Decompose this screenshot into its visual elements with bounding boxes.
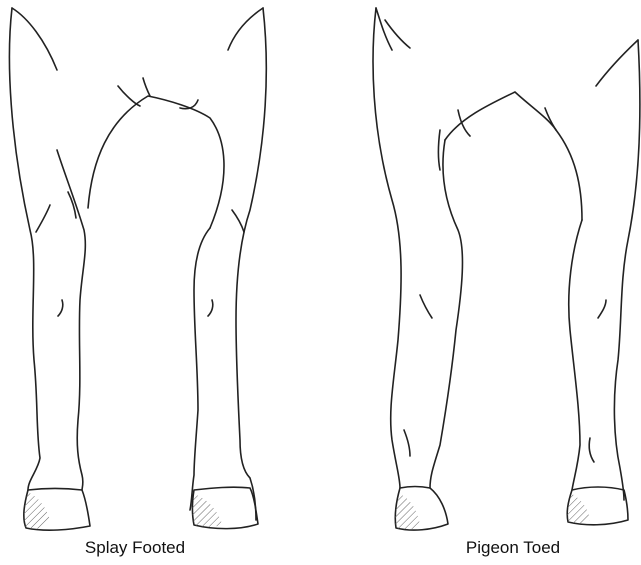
- pigeon-left-knee-detail: [404, 430, 410, 456]
- pigeon-left-hoof-hatch: [395, 494, 420, 529]
- splay-footed-caption: Splay Footed: [85, 538, 185, 558]
- pigeon-right-leg: [614, 40, 639, 500]
- splay-brisket-fold: [143, 78, 150, 96]
- splay-left-hoof-hatch: [24, 492, 50, 529]
- pigeon-right-knee-detail: [589, 438, 594, 462]
- splay-footed-figure: [9, 8, 266, 530]
- pigeon-right-leg: [569, 220, 582, 490]
- pigeon-chest-line: [376, 8, 392, 50]
- pigeon-left-knee-detail: [439, 130, 441, 170]
- splay-left-knee-detail: [58, 300, 63, 316]
- pigeon-brisket: [445, 92, 582, 220]
- splay-chest-line: [228, 8, 263, 50]
- pigeon-left-knee-detail: [420, 295, 432, 318]
- pigeon-left-leg: [430, 140, 462, 488]
- pigeon-right-knee-detail: [598, 300, 606, 318]
- splay-right-knee-detail: [232, 210, 244, 232]
- splay-right-knee-detail: [208, 300, 213, 316]
- splay-left-leg: [9, 8, 40, 490]
- splay-brisket: [88, 96, 224, 228]
- pigeon-toed-figure: [373, 8, 640, 530]
- splay-right-hoof-hatch: [193, 494, 223, 527]
- pigeon-chest-line: [596, 40, 638, 86]
- pigeon-right-hoof-hatch: [567, 494, 590, 523]
- splay-left-knee-detail: [36, 205, 50, 232]
- splay-right-leg: [236, 8, 266, 520]
- pigeon-toed-caption: Pigeon Toed: [466, 538, 560, 558]
- splay-right-leg: [190, 228, 210, 510]
- pigeon-left-leg: [373, 8, 401, 488]
- splay-chest-line: [12, 8, 57, 70]
